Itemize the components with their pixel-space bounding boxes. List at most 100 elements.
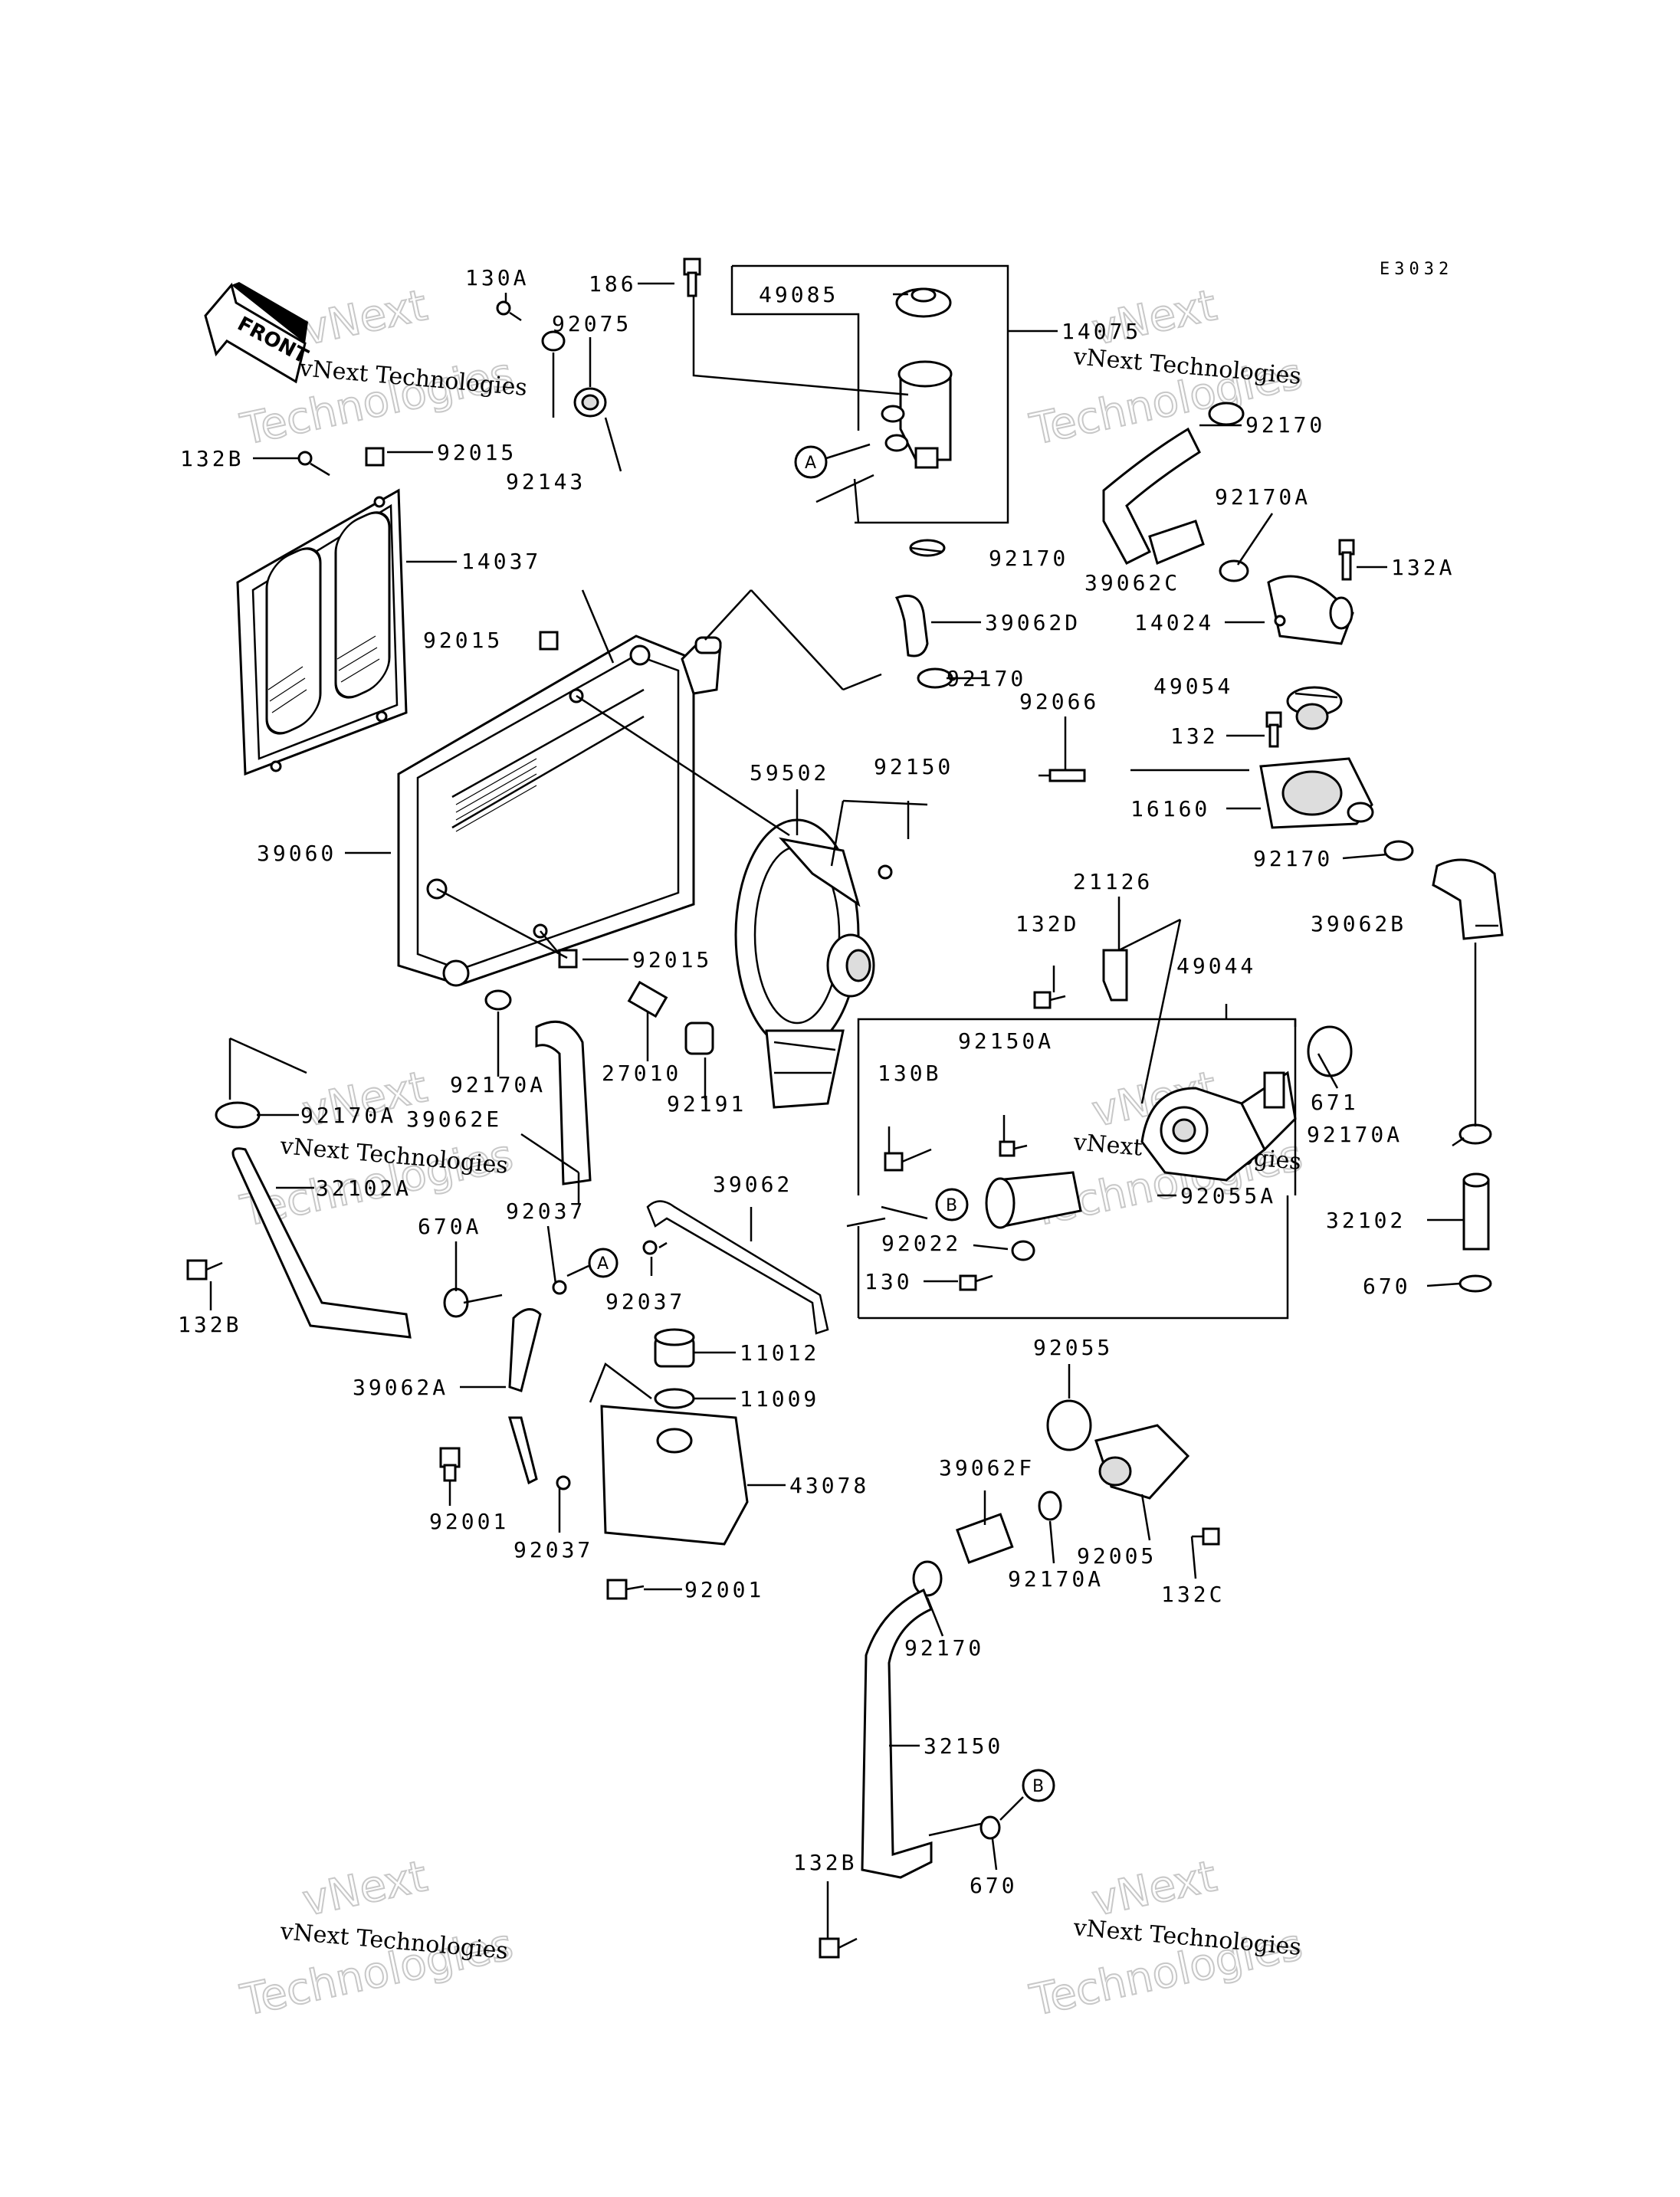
bolt-92150A bbox=[999, 1140, 1028, 1157]
washer-92022 bbox=[1011, 1240, 1035, 1261]
diagram-code: E3032 bbox=[1380, 260, 1453, 279]
label-16160: 16160 bbox=[1130, 796, 1210, 821]
hose-39062E bbox=[535, 1020, 592, 1185]
label-32150: 32150 bbox=[924, 1733, 1003, 1759]
clamp-92170A-b bbox=[1038, 1490, 1062, 1521]
label-92055: 92055 bbox=[1033, 1335, 1113, 1360]
label-14024: 14024 bbox=[1134, 610, 1214, 635]
label-32102A: 32102A bbox=[316, 1176, 412, 1201]
clamp-92170A-l bbox=[484, 989, 512, 1011]
cap-92191 bbox=[684, 1021, 714, 1055]
bolt-132 bbox=[1265, 711, 1282, 748]
water-pump-49044 bbox=[1140, 1071, 1297, 1182]
svg-text:A: A bbox=[805, 454, 816, 473]
label-92037-b: 92037 bbox=[605, 1289, 685, 1314]
part-labels: 130A 186 49085 14075 92075 132B 92015 92… bbox=[178, 265, 1455, 1898]
watermark-bottom-right: vNext Technologies vNext Technologies bbox=[1025, 1851, 1307, 2027]
bolt-132B-top bbox=[297, 451, 330, 477]
label-11009: 11009 bbox=[740, 1386, 819, 1412]
svg-text:vNext: vNext bbox=[298, 1851, 431, 1926]
filler-neck bbox=[881, 360, 953, 557]
label-132B-b: 132B bbox=[793, 1850, 857, 1875]
label-39062B: 39062B bbox=[1311, 911, 1406, 936]
watermark-bottom-left: vNext Technologies vNext Technologies bbox=[235, 1851, 517, 2027]
bolt-132B-l bbox=[186, 1259, 223, 1280]
cooling-fan bbox=[734, 818, 893, 1109]
grommet-92143 bbox=[541, 330, 566, 352]
label-92170A-ll: 92170A bbox=[300, 1103, 396, 1128]
bolt-132C bbox=[1192, 1527, 1220, 1546]
label-670A: 670A bbox=[418, 1214, 481, 1239]
bolt-130B bbox=[884, 1148, 932, 1172]
bolt-186 bbox=[683, 257, 701, 297]
label-39062D: 39062D bbox=[985, 610, 1081, 635]
svg-text:vNext: vNext bbox=[1088, 280, 1221, 356]
oring-670-r bbox=[1459, 1274, 1492, 1293]
grommet-92075 bbox=[573, 387, 607, 418]
label-92150A: 92150A bbox=[958, 1028, 1054, 1054]
temp-sensor-92066 bbox=[1039, 769, 1086, 782]
label-92170A-l: 92170A bbox=[450, 1072, 546, 1097]
hose-39062 bbox=[646, 1200, 829, 1335]
label-39062: 39062 bbox=[713, 1172, 792, 1197]
label-92170-r2: 92170 bbox=[1253, 846, 1333, 871]
label-92037-a: 92037 bbox=[506, 1199, 586, 1224]
radiator-guard bbox=[236, 488, 408, 776]
label-132B-top: 132B bbox=[180, 446, 244, 471]
label-39062C: 39062C bbox=[1084, 570, 1180, 595]
clamp-92170-b bbox=[912, 1560, 943, 1597]
label-132A: 132A bbox=[1391, 555, 1455, 580]
bolt-130 bbox=[959, 1274, 993, 1291]
label-14075: 14075 bbox=[1061, 319, 1141, 344]
callout-A-top: A bbox=[794, 443, 874, 503]
label-92191: 92191 bbox=[667, 1091, 746, 1117]
label-130: 130 bbox=[865, 1269, 913, 1294]
clamp-92170A-ll bbox=[215, 1101, 261, 1129]
label-92170-top: 92170 bbox=[1245, 412, 1325, 438]
label-92005: 92005 bbox=[1077, 1543, 1157, 1569]
label-92066: 92066 bbox=[1019, 689, 1099, 714]
hose-39062A bbox=[507, 1308, 542, 1485]
label-14037: 14037 bbox=[461, 549, 541, 574]
bolt-130A bbox=[496, 300, 522, 322]
clip-92037-a bbox=[552, 1280, 567, 1295]
bolt-132A bbox=[1338, 539, 1355, 581]
label-32102: 32102 bbox=[1326, 1208, 1406, 1233]
label-92055A: 92055A bbox=[1180, 1183, 1276, 1208]
label-132D: 132D bbox=[1016, 911, 1079, 936]
sensor-27010 bbox=[627, 980, 668, 1018]
label-92170-r: 92170 bbox=[947, 666, 1026, 691]
pipe-32102A bbox=[231, 1147, 412, 1339]
svg-text:vNext: vNext bbox=[298, 280, 431, 356]
label-92143: 92143 bbox=[506, 469, 586, 494]
hose-39062D bbox=[894, 595, 929, 657]
clip-92015-mid bbox=[539, 631, 559, 651]
label-92015-mid: 92015 bbox=[423, 628, 503, 653]
clip-92037-c bbox=[556, 1475, 571, 1490]
label-132: 132 bbox=[1170, 723, 1219, 749]
bolt-132B-b bbox=[819, 1937, 858, 1959]
label-671: 671 bbox=[1311, 1090, 1359, 1115]
radiator bbox=[397, 635, 722, 987]
hose-39062F bbox=[956, 1513, 1014, 1564]
leader-lines bbox=[209, 264, 1498, 1939]
label-92022: 92022 bbox=[881, 1231, 961, 1256]
gasket-11009 bbox=[654, 1388, 695, 1409]
label-670-r: 670 bbox=[1363, 1274, 1411, 1299]
label-39060: 39060 bbox=[257, 841, 336, 866]
label-92001-a: 92001 bbox=[429, 1509, 509, 1534]
callout-A-mid: A bbox=[566, 1248, 619, 1278]
label-130A: 130A bbox=[465, 265, 529, 290]
oring-670-b bbox=[979, 1815, 1001, 1840]
reservoir-cap-11012 bbox=[654, 1328, 695, 1368]
clamp-92170-top bbox=[1208, 402, 1245, 426]
oring-92055 bbox=[1046, 1399, 1092, 1451]
label-49054: 49054 bbox=[1153, 674, 1233, 699]
label-43078: 43078 bbox=[789, 1473, 869, 1498]
label-21126: 21126 bbox=[1073, 869, 1153, 894]
label-132B-l: 132B bbox=[178, 1312, 241, 1337]
radiator-cap bbox=[895, 287, 952, 318]
callout-B-mid: B bbox=[935, 1188, 969, 1221]
